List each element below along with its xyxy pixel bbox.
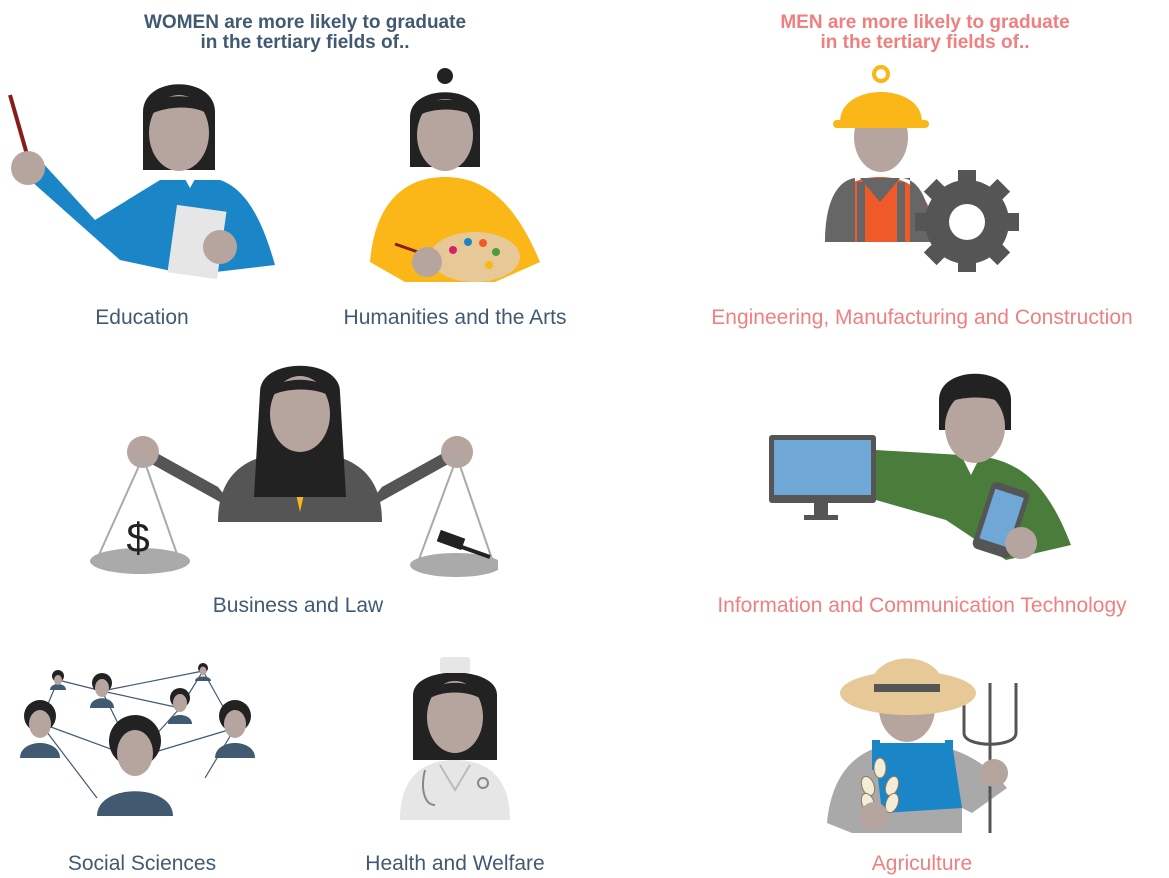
label-social-sciences: Social Sciences bbox=[67, 852, 217, 875]
artist-icon bbox=[370, 68, 540, 282]
nurse-icon bbox=[400, 657, 510, 820]
label-humanities: Humanities and the Arts bbox=[343, 306, 567, 329]
label-education: Education bbox=[95, 306, 189, 329]
label-ict: Information and Communication Technology bbox=[717, 594, 1127, 617]
label-engineering: Engineering, Manufacturing and Construct… bbox=[711, 306, 1133, 329]
dollar-symbol: $ bbox=[126, 514, 149, 561]
label-agriculture: Agriculture bbox=[871, 852, 973, 875]
men-header-line2: in the tertiary fields of.. bbox=[820, 32, 1030, 53]
computer-user-icon bbox=[769, 373, 1071, 560]
farmer-icon bbox=[827, 658, 1018, 833]
social-network-icon bbox=[20, 663, 255, 816]
women-header-line2: in the tertiary fields of.. bbox=[200, 32, 410, 53]
label-health-welfare: Health and Welfare bbox=[365, 852, 545, 875]
men-header-line1: MEN are more likely to graduate bbox=[780, 12, 1070, 33]
engineer-icon bbox=[825, 65, 1019, 272]
men-header: MEN are more likely to graduate in the t… bbox=[700, 13, 1150, 53]
scales-of-justice-icon: $ bbox=[90, 365, 498, 577]
women-header: WOMEN are more likely to graduate in the… bbox=[90, 13, 520, 53]
label-business-law: Business and Law bbox=[212, 594, 384, 617]
teacher-icon bbox=[8, 84, 275, 280]
women-header-line1: WOMEN are more likely to graduate bbox=[143, 12, 467, 33]
